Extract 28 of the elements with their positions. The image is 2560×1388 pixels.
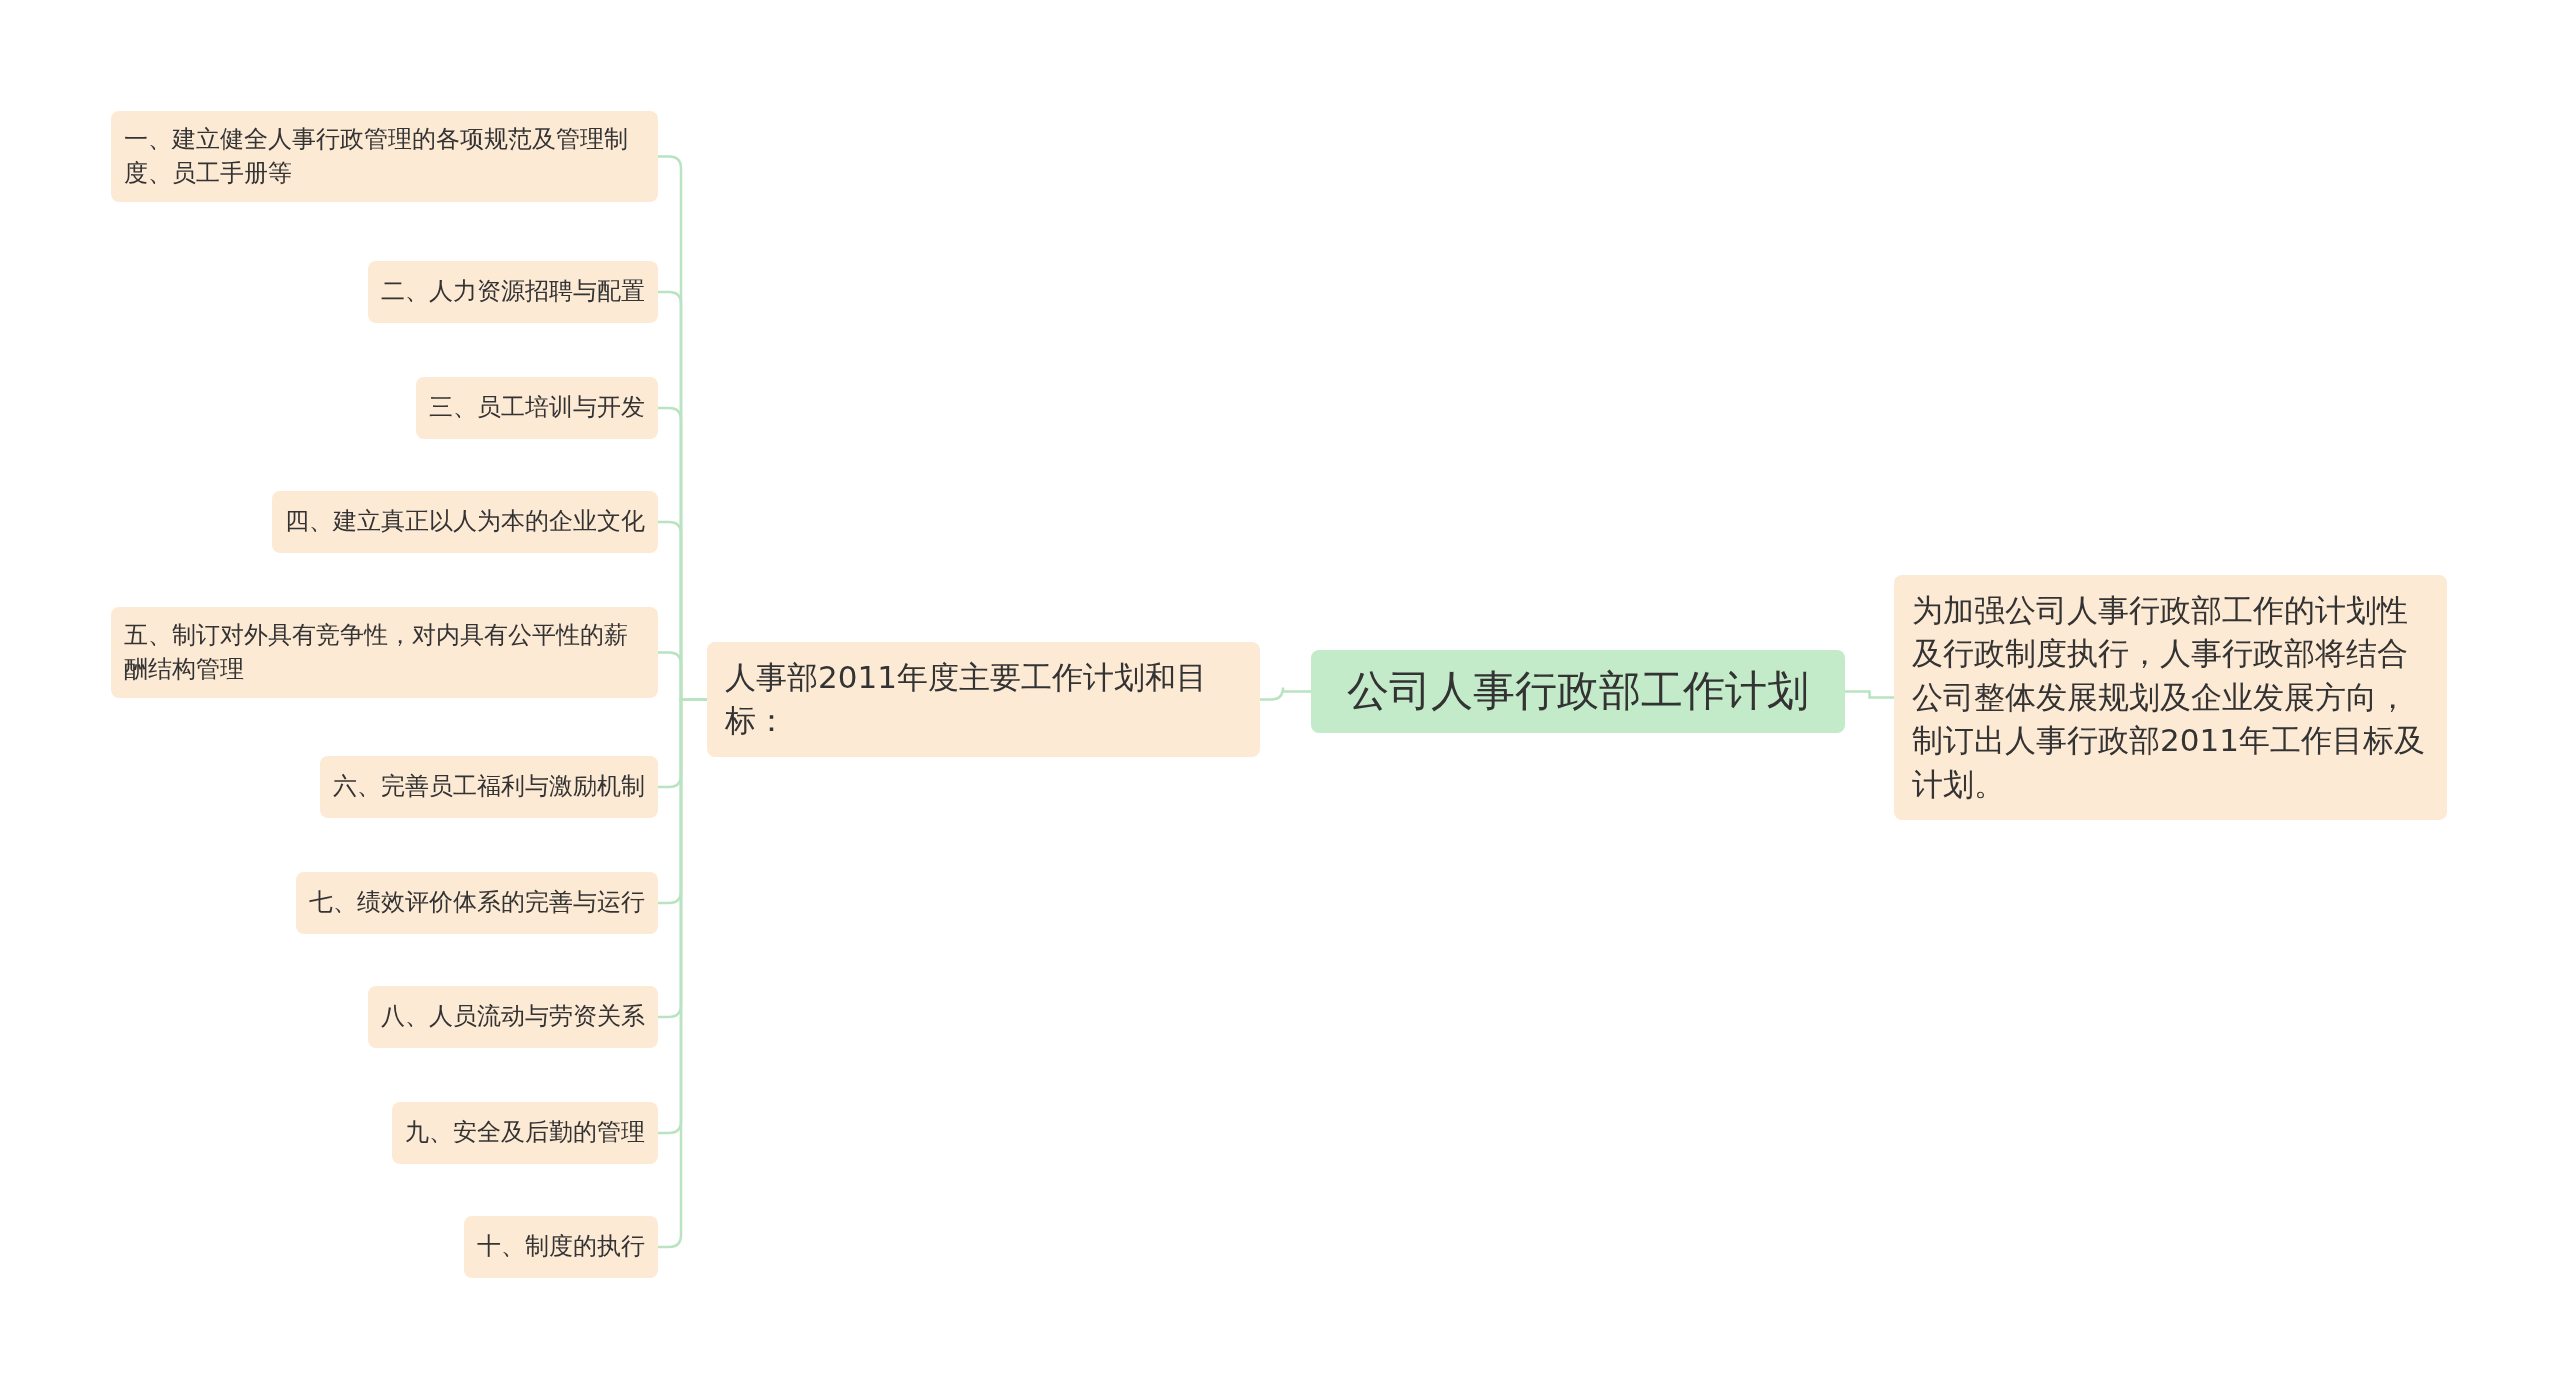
central-topic-box xyxy=(1311,650,1845,733)
subtopic-box xyxy=(111,607,658,699)
topic-text: 为加强公司人事行政部工作的计划性及行政制度执行，人事行政部将结合公司整体发展规划及企业发展方向，制订出人事行政部2011年工作目标及计划。 xyxy=(1912,591,2426,804)
subtopic-box xyxy=(111,111,658,203)
subtopic-box xyxy=(416,377,658,439)
topic-text: 一、建立健全人事行政管理的各项规范及管理制度、员工手册等 xyxy=(124,124,629,189)
subtopic-box xyxy=(320,756,658,818)
topic-text: 五、制订对外具有竞争性，对内具有公平性的薪酬结构管理 xyxy=(124,620,629,685)
subtopic-box xyxy=(272,491,658,553)
subtopic-box xyxy=(368,986,658,1048)
subtopic-box xyxy=(464,1216,658,1278)
connector-line xyxy=(1845,690,1894,699)
topic-box xyxy=(1894,575,2447,820)
topic-text: 四、建立真正以人为本的企业文化 xyxy=(285,506,645,537)
topic-text: 六、完善员工福利与激励机制 xyxy=(333,771,645,802)
topic-text: 九、安全及后勤的管理 xyxy=(405,1117,645,1148)
topic-text: 人事部2011年度主要工作计划和目标： xyxy=(725,658,1208,741)
topic-text: 七、绩效评价体系的完善与运行 xyxy=(309,887,645,918)
topic-box xyxy=(707,642,1260,757)
topic-text: 八、人员流动与劳资关系 xyxy=(381,1001,645,1032)
subtopic-box xyxy=(368,261,658,323)
subtopic-box xyxy=(392,1102,658,1164)
subtopic-box xyxy=(296,872,658,934)
topic-text: 二、人力资源招聘与配置 xyxy=(381,276,645,307)
connector-line xyxy=(1260,686,1311,701)
topic-text: 十、制度的执行 xyxy=(477,1231,645,1262)
topic-text: 公司人事行政部工作计划 xyxy=(1347,665,1809,717)
topic-text: 三、员工培训与开发 xyxy=(429,392,645,423)
